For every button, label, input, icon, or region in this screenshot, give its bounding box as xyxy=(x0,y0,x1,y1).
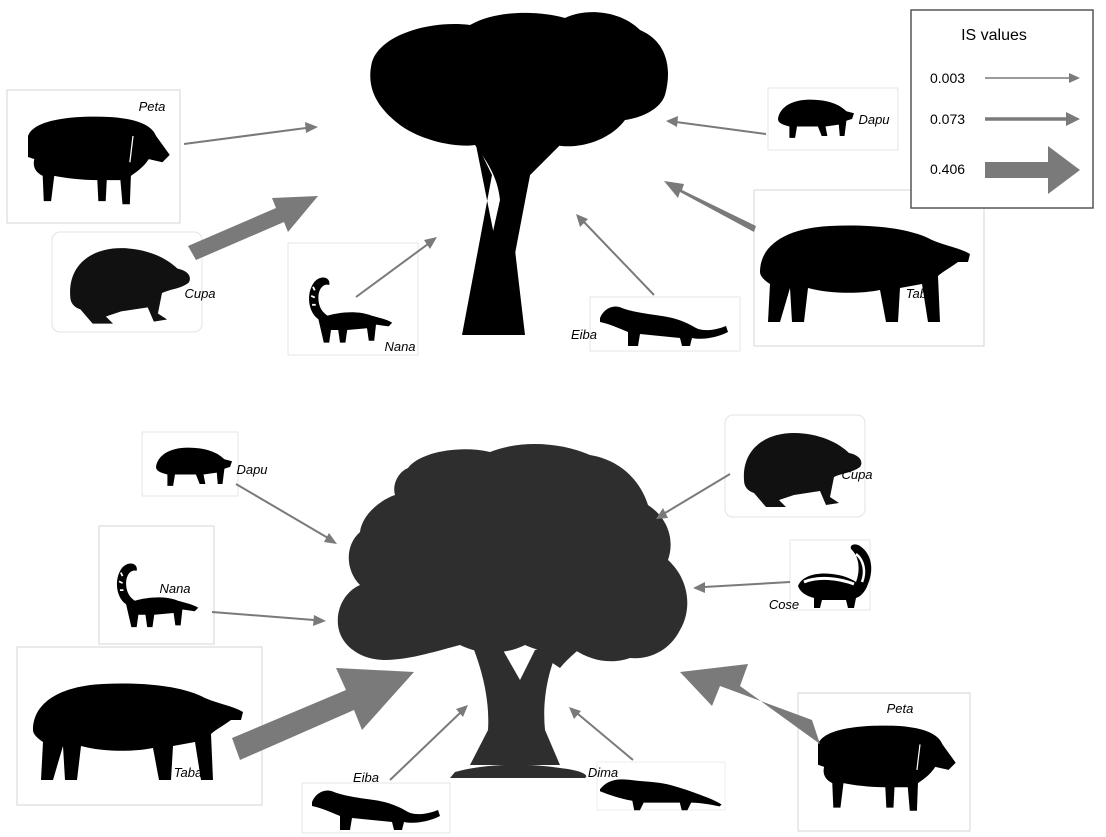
animal-cose-bottom: Cose xyxy=(769,540,871,612)
tree-bottom-icon xyxy=(338,444,688,778)
label-dima-bottom: Dima xyxy=(588,765,618,780)
label-taba-bottom: Taba xyxy=(174,765,202,780)
arrow-eiba-bottom xyxy=(390,713,460,780)
label-cupa-top: Cupa xyxy=(184,286,215,301)
arrowhead-peta-top xyxy=(305,122,318,133)
animal-taba-bottom: Taba xyxy=(17,647,262,805)
arrow-eiba-top xyxy=(584,222,654,295)
arrowhead-dapu-top xyxy=(666,116,678,127)
animal-cupa-bottom: Cupa xyxy=(725,415,873,517)
label-eiba-top: Eiba xyxy=(571,327,597,342)
legend-title: IS values xyxy=(961,27,1027,44)
label-eiba-bottom: Eiba xyxy=(353,770,379,785)
label-cose-bottom: Cose xyxy=(769,597,799,612)
arrow-dapu-bottom xyxy=(236,484,328,538)
arrowhead-nana-bottom xyxy=(313,615,326,626)
animal-nana-bottom: Nana xyxy=(99,526,214,644)
legend-value-2: 0.073 xyxy=(930,111,965,127)
animal-eiba-top: Eiba xyxy=(571,297,740,351)
arrow-taba-top xyxy=(664,181,756,232)
label-peta-top: Peta xyxy=(139,99,166,114)
bottom-panel: Dapu Nana Taba Eiba Dima xyxy=(17,415,970,833)
arrow-dapu-top xyxy=(676,122,766,134)
animal-peta-bottom: Peta xyxy=(798,693,970,831)
animal-dapu-top: Dapu xyxy=(768,88,898,150)
animal-eiba-bottom: Eiba xyxy=(302,770,450,833)
label-nana-bottom: Nana xyxy=(159,581,190,596)
legend: IS values 0.003 0.073 0.406 xyxy=(911,10,1093,208)
animal-dima-bottom: Dima xyxy=(588,762,725,810)
arrowhead-nana-top xyxy=(424,237,437,249)
label-taba-top: Taba xyxy=(906,286,934,301)
arrow-cose-bottom xyxy=(704,582,790,587)
animal-nana-top: Nana xyxy=(288,243,418,355)
animal-peta-top: Peta xyxy=(7,90,180,223)
arrow-peta-top xyxy=(184,128,306,144)
legend-value-3: 0.406 xyxy=(930,161,965,177)
arrowhead-cose-bottom xyxy=(693,582,705,593)
label-peta-bottom: Peta xyxy=(887,701,914,716)
arrow-cupa-bottom xyxy=(665,474,730,513)
label-cupa-bottom: Cupa xyxy=(841,467,872,482)
animal-dapu-bottom: Dapu xyxy=(142,432,268,496)
label-dapu-bottom: Dapu xyxy=(236,462,267,477)
arrowhead-dima-bottom xyxy=(569,707,581,719)
label-dapu-top: Dapu xyxy=(858,112,889,127)
arrowhead-dapu-bottom xyxy=(324,533,337,544)
legend-value-1: 0.003 xyxy=(930,70,965,86)
arrow-dima-bottom xyxy=(578,714,633,760)
animal-taba-top: Taba xyxy=(754,190,984,346)
top-panel: Peta Cupa Nana Eiba Taba xyxy=(7,10,1093,355)
label-nana-top: Nana xyxy=(384,339,415,354)
arrow-nana-bottom xyxy=(212,612,314,620)
